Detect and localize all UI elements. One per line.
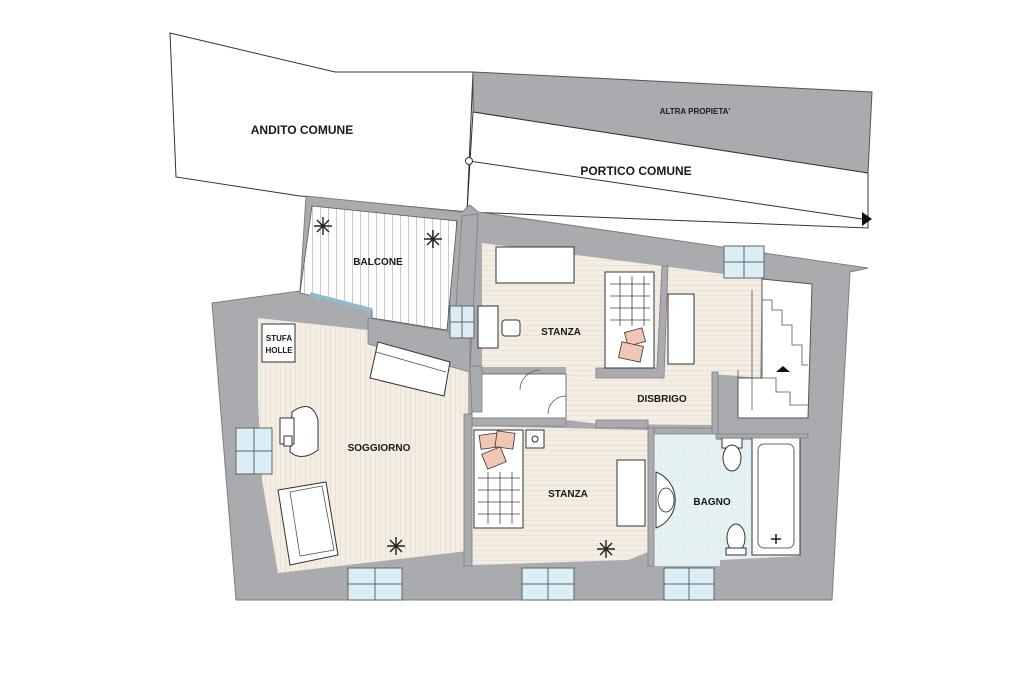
stairs-up-arrow-icon [776,366,790,372]
washbasin-bowl [657,487,675,513]
window-balcone-sliding [309,292,373,312]
andito-comune-label: ANDITO COMUNE [251,123,353,137]
sofa-bed [277,481,339,566]
toilet-icon [721,437,743,472]
plant-icon [424,230,442,248]
stair-steps [737,290,808,410]
window-stanza-lower-bottom [521,567,575,601]
armchair [279,406,319,457]
tv-cabinet [369,341,451,397]
door-swings [519,369,567,415]
plant-icon [597,540,615,558]
balcone-label: BALCONE [353,257,403,268]
stufa-label: STUFA [266,334,292,343]
bathtub-inner [757,443,795,549]
altra-proprieta-label: ALTRA PROPIETA' [660,107,731,116]
bidet-icon [725,523,747,556]
window-soggiorno-bottom [347,567,403,601]
bed-lower [473,429,524,529]
windows [235,245,765,601]
plant-icon [387,537,405,555]
window-disbrigo-top [723,245,765,279]
window-balcone-door [449,305,475,339]
desk-with-chair [477,305,521,349]
wardrobe-disbrigo [667,293,695,365]
bed-upper [604,271,655,369]
window-soggiorno-left [235,427,273,475]
pivot-marker [465,157,473,165]
arrow-right-icon [862,212,872,226]
window-bagno-bottom [663,567,715,601]
wardrobe-lower [616,459,646,527]
balcone-floor [299,205,458,331]
stanza-upper-label: STANZA [541,327,581,338]
stanza-lower-label: STANZA [548,489,588,500]
nightstand [525,429,545,449]
portico-comune-area [466,111,869,229]
portico-comune-label: PORTICO COMUNE [580,164,691,178]
holle-label: HOLLE [265,346,293,355]
stufa-holle-box [261,323,296,363]
plant-icon [314,217,332,235]
disbrigo-lower-strip [471,373,567,419]
portico-axis-line [468,160,863,220]
bathtub-drain-icon [771,534,781,544]
soggiorno-label: SOGGIORNO [348,443,411,454]
disbrigo-label: DISBRIGO [637,394,687,405]
wardrobe-upper [495,246,575,284]
bagno-label: BAGNO [693,497,730,508]
